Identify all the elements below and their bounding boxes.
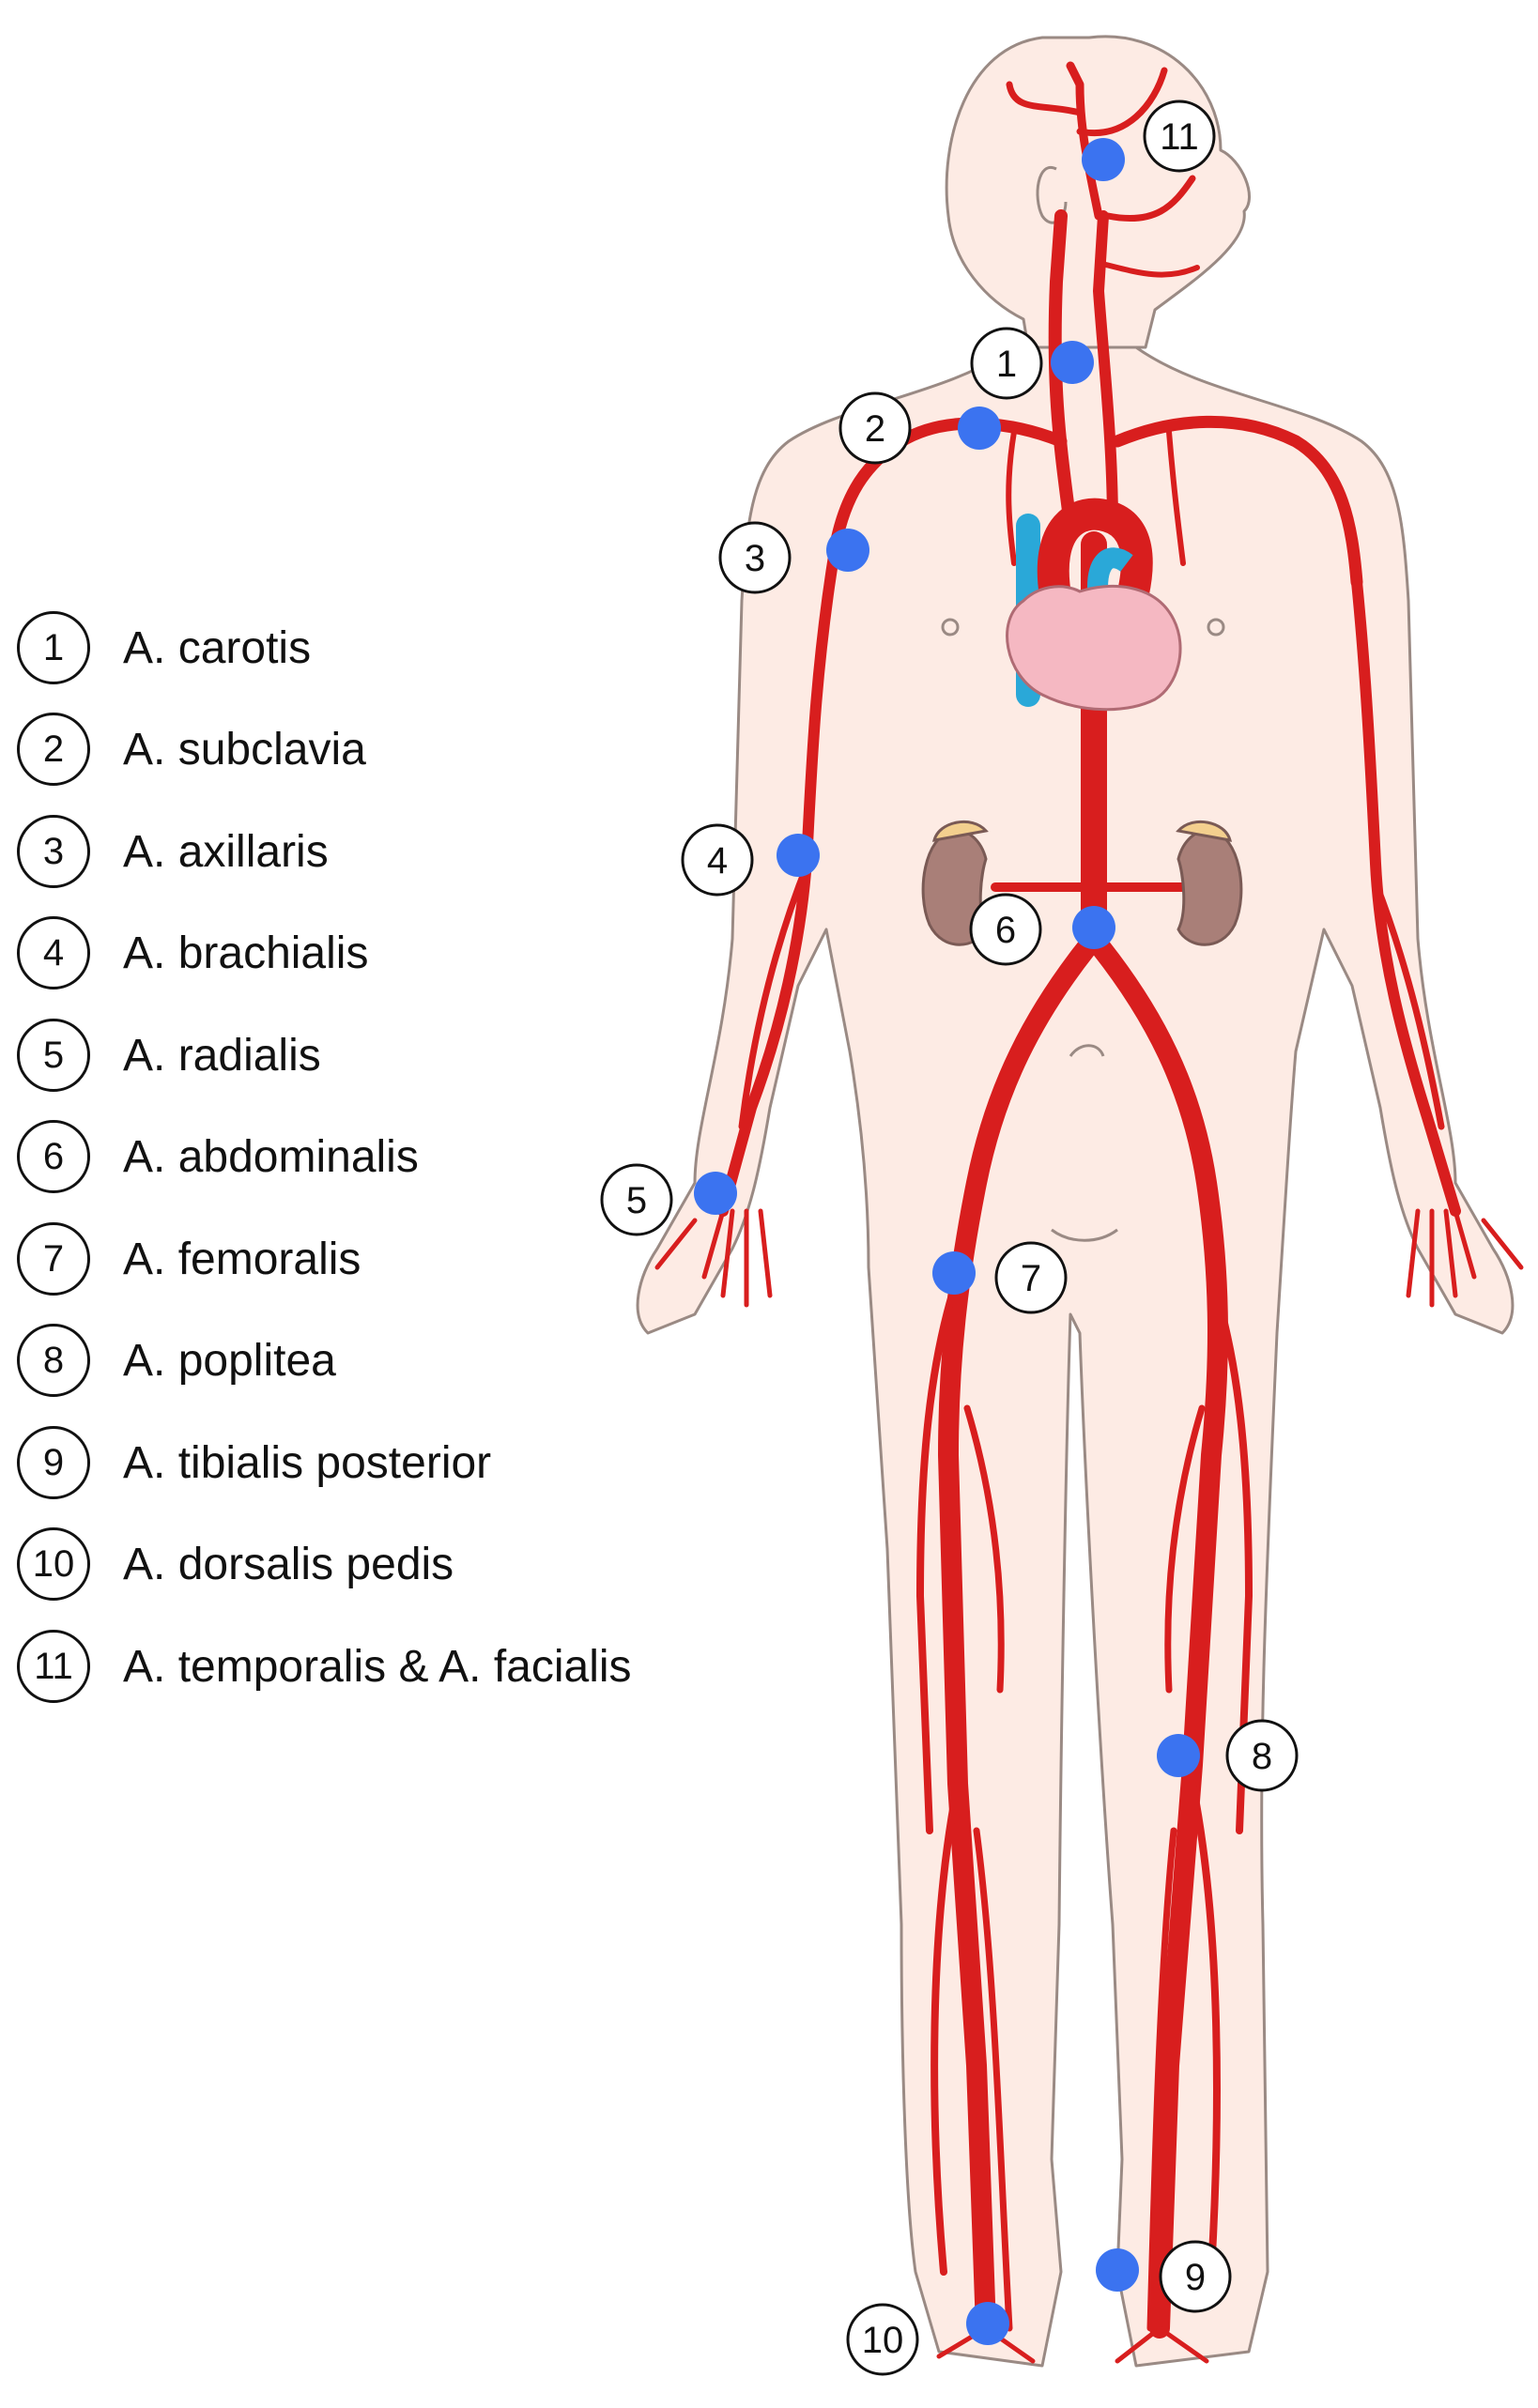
badge-circle-1 (970, 327, 1043, 400)
badge-circle-9 (1159, 2240, 1232, 2313)
legend-label-2: A. subclavia (123, 724, 366, 775)
pulse-point-10 (966, 2302, 1009, 2345)
legend-item-10: 10 A. dorsalis pedis (17, 1526, 454, 1602)
badge-number-6: 6 (995, 910, 1016, 951)
legend-label-5: A. radialis (123, 1030, 321, 1081)
pulse-point-2 (958, 406, 1001, 450)
legend-item-6: 6 A. abdominalis (17, 1119, 419, 1194)
marker-2: 2 (838, 391, 1001, 465)
badge-number-8: 8 (1252, 1736, 1272, 1777)
badge-number-4: 4 (707, 840, 728, 882)
badge-circle-4 (681, 823, 754, 897)
legend-label-6: A. abdominalis (123, 1131, 419, 1182)
legend-item-7: 7 A. femoralis (17, 1221, 361, 1296)
body-marks (941, 618, 1225, 1242)
marker-8: 8 (1157, 1719, 1299, 1792)
legend-number-5: 5 (17, 1019, 90, 1092)
pulse-point-3 (826, 529, 869, 572)
legend-item-11: 11 A. temporalis & A. facialis (17, 1629, 632, 1704)
pulse-point-7 (932, 1251, 976, 1295)
legend-number-1: 1 (17, 611, 90, 684)
legend-item-4: 4 A. brachialis (17, 915, 368, 990)
legend-number-4: 4 (17, 916, 90, 989)
pulse-point-11 (1082, 138, 1125, 181)
legend-label-8: A. poplitea (123, 1335, 336, 1386)
kidneys (921, 821, 1243, 946)
badge-circle-7 (994, 1241, 1068, 1314)
badge-number-2: 2 (865, 408, 885, 450)
legend-number-9: 9 (17, 1426, 90, 1499)
marker-3: 3 (718, 521, 869, 594)
badge-circle-2 (838, 391, 912, 465)
body-outline (636, 35, 1515, 2368)
badge-number-9: 9 (1185, 2257, 1206, 2298)
badge-number-7: 7 (1021, 1258, 1041, 1299)
legend-number-7: 7 (17, 1222, 90, 1296)
marker-5: 5 (600, 1163, 737, 1236)
badge-circle-8 (1225, 1719, 1299, 1792)
marker-4: 4 (681, 823, 820, 897)
legend-label-1: A. carotis (123, 622, 312, 673)
legend-number-6: 6 (17, 1120, 90, 1193)
marker-1: 1 (970, 327, 1094, 400)
legend-label-9: A. tibialis posterior (123, 1437, 492, 1488)
left-adrenal (1176, 821, 1233, 842)
legend-item-8: 8 A. poplitea (17, 1323, 336, 1398)
legend-label-10: A. dorsalis pedis (123, 1539, 454, 1589)
pulse-point-1 (1051, 341, 1094, 384)
left-kidney (1177, 829, 1243, 946)
pulse-markers: 1 2 3 4 5 6 7 (600, 100, 1299, 2376)
legend-label-11: A. temporalis & A. facialis (123, 1641, 632, 1692)
marker-7: 7 (932, 1241, 1068, 1314)
marker-6: 6 (969, 893, 1115, 966)
legend-item-2: 2 A. subclavia (17, 712, 366, 787)
marker-9: 9 (1096, 2240, 1232, 2313)
legend-number-3: 3 (17, 815, 90, 888)
legend-item-3: 3 A. axillaris (17, 814, 329, 889)
arterial-tree (654, 61, 1524, 2364)
aortic-arch (1037, 498, 1153, 606)
legend-item-5: 5 A. radialis (17, 1018, 321, 1093)
pulse-point-4 (777, 834, 820, 877)
badge-circle-6 (969, 893, 1042, 966)
marker-10: 10 (846, 2302, 1009, 2376)
legend-label-7: A. femoralis (123, 1234, 361, 1284)
badge-number-11: 11 (1160, 116, 1199, 158)
badge-number-10: 10 (862, 2320, 904, 2361)
badge-circle-5 (600, 1163, 673, 1236)
pulse-point-8 (1157, 1734, 1200, 1777)
badge-number-3: 3 (745, 538, 765, 579)
legend-number-8: 8 (17, 1324, 90, 1397)
right-adrenal (931, 821, 989, 842)
badge-number-5: 5 (626, 1180, 647, 1221)
heart (1006, 498, 1182, 712)
legend-number-11: 11 (17, 1630, 90, 1703)
legend-label-3: A. axillaris (123, 826, 329, 877)
heart-body (1006, 584, 1182, 712)
pulse-point-6 (1072, 906, 1115, 949)
legend-number-2: 2 (17, 713, 90, 786)
badge-circle-11 (1143, 100, 1216, 173)
marker-11: 11 (1082, 100, 1216, 181)
badge-number-1: 1 (996, 344, 1017, 385)
legend-item-1: 1 A. carotis (17, 610, 311, 685)
pulse-point-9 (1096, 2248, 1139, 2292)
legend-item-9: 9 A. tibialis posterior (17, 1425, 491, 1500)
badge-circle-10 (846, 2303, 919, 2376)
legend-label-4: A. brachialis (123, 928, 369, 978)
pulse-point-5 (694, 1172, 737, 1215)
legend-number-10: 10 (17, 1527, 90, 1601)
torso-shape (636, 345, 1515, 2368)
badge-circle-3 (718, 521, 792, 594)
